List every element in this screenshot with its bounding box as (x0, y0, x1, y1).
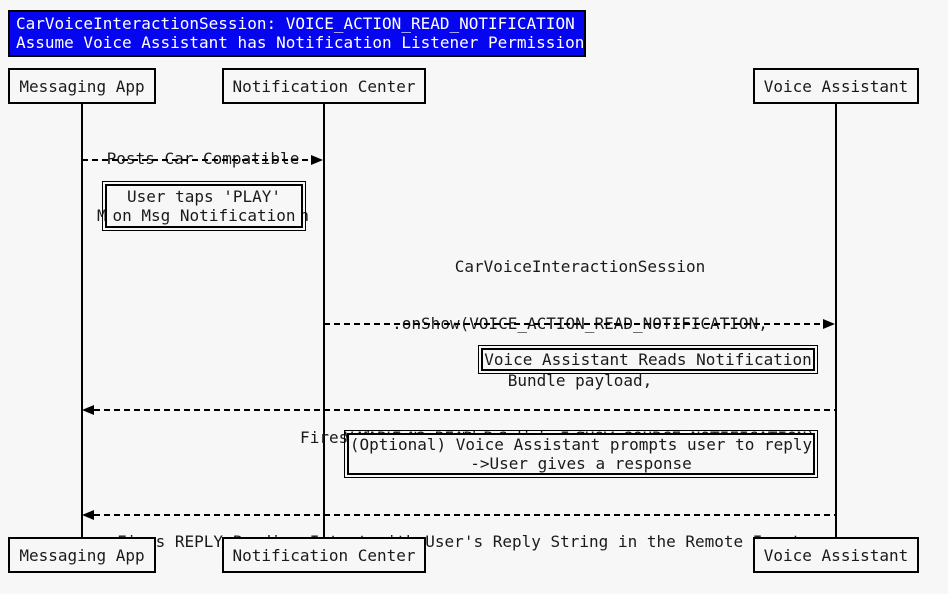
note-box-va-reads-notification: Voice Assistant Reads Notification (478, 345, 818, 374)
lifeline-voice-assistant (835, 104, 837, 537)
arrowhead-left-reply-intent (82, 510, 94, 520)
diagram-title-banner: CarVoiceInteractionSession: VOICE_ACTION… (8, 10, 586, 57)
note-user-taps-line-1: User taps 'PLAY' (126, 187, 282, 206)
actor-label-voice-assistant-bottom: Voice Assistant (763, 545, 909, 565)
message-onshow-line-1: CarVoiceInteractionSession (454, 257, 706, 276)
arrowhead-right-post-notification (311, 155, 323, 165)
actor-label-messaging-app: Messaging App (19, 76, 145, 96)
title-line-2: Assume Voice Assistant has Notification … (16, 33, 585, 52)
actor-box-notification-center-bottom: Notification Center (222, 537, 426, 573)
actor-box-messaging-app-bottom: Messaging App (8, 537, 156, 573)
title-line-1: CarVoiceInteractionSession: VOICE_ACTION… (16, 14, 575, 33)
actor-label-messaging-app-bottom: Messaging App (19, 545, 145, 565)
actor-box-voice-assistant-top: Voice Assistant (753, 68, 919, 104)
message-post-line-1: Posts Car Compatible (97, 149, 309, 168)
actor-label-notification-center: Notification Center (232, 76, 416, 96)
message-arrow-mark-as-read (94, 409, 835, 411)
message-arrow-post-notification (82, 159, 312, 161)
actor-box-messaging-app-top: Messaging App (8, 68, 156, 104)
note-optional-line-2: ->User gives a response (470, 454, 692, 473)
lifeline-messaging-app (81, 104, 83, 537)
note-box-optional-reply-prompt: (Optional) Voice Assistant prompts user … (344, 430, 818, 478)
arrowhead-left-mark-as-read (82, 405, 94, 415)
note-va-reads-line: Voice Assistant Reads Notification (484, 350, 812, 369)
note-box-user-taps-play: User taps 'PLAY' on Msg Notification (102, 181, 306, 231)
note-optional-line-1: (Optional) Voice Assistant prompts user … (349, 435, 813, 454)
message-arrow-on-show (324, 323, 824, 325)
message-arrow-reply-intent (94, 514, 835, 516)
actor-label-notification-center-bottom: Notification Center (232, 545, 416, 565)
message-label-reply-intent: Fires REPLY Pending Intent with User's R… (117, 494, 801, 589)
note-user-taps-line-2: on Msg Notification (112, 206, 296, 225)
actor-box-voice-assistant-bottom: Voice Assistant (753, 537, 919, 573)
message-reply-line: Fires REPLY Pending Intent with User's R… (117, 532, 801, 551)
actor-box-notification-center-top: Notification Center (222, 68, 426, 104)
actor-label-voice-assistant: Voice Assistant (763, 76, 909, 96)
message-onshow-line-3: Bundle payload, (507, 371, 653, 390)
lifeline-notification-center (323, 104, 325, 537)
arrowhead-right-on-show (823, 319, 835, 329)
